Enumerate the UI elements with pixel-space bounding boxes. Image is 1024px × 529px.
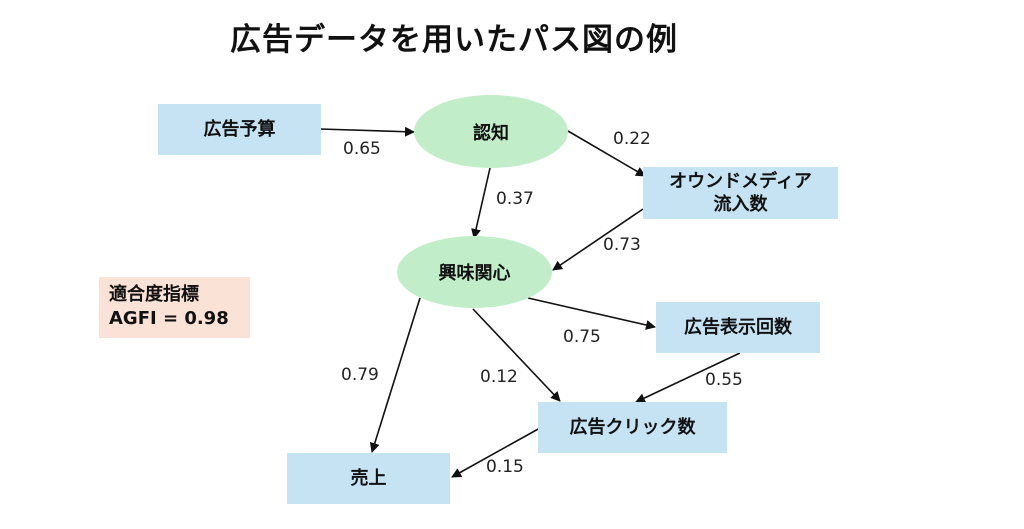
coef-interest-clicks: 0.12 — [480, 367, 518, 387]
arrow-awareness-owned — [567, 130, 646, 177]
node-ad-impressions: 広告表示回数 — [656, 302, 820, 353]
arrow-impressions-clicks — [635, 352, 741, 403]
arrow-clicks-sales — [451, 427, 541, 478]
fit-index-label: 適合度指標 — [109, 284, 199, 305]
fit-index-box: 適合度指標 AGFI = 0.98 — [99, 277, 250, 338]
coef-awareness-owned: 0.22 — [613, 129, 651, 149]
arrow-interest-impressions — [527, 297, 656, 330]
arrow-interest-clicks — [472, 308, 561, 402]
coef-budget-awareness: 0.65 — [343, 139, 381, 159]
node-sales: 売上 — [287, 453, 450, 504]
node-ad-clicks: 広告クリック数 — [538, 402, 727, 453]
coef-awareness-interest: 0.37 — [496, 189, 534, 209]
arrow-budget-awareness — [319, 126, 415, 137]
arrow-interest-sales — [369, 297, 421, 453]
diagram-title: 広告データを用いたパス図の例 — [230, 22, 678, 58]
node-interest: 興味関心 — [397, 236, 552, 308]
coef-owned-interest: 0.73 — [603, 235, 641, 255]
node-awareness: 認知 — [414, 95, 568, 168]
coef-interest-impressions: 0.75 — [563, 327, 601, 347]
arrow-awareness-interest — [471, 167, 491, 239]
arrow-owned-interest — [552, 208, 644, 271]
coef-impressions-clicks: 0.55 — [705, 370, 743, 390]
node-owned-media: オウンドメディア 流入数 — [643, 167, 838, 219]
coef-clicks-sales: 0.15 — [486, 457, 524, 477]
fit-index-value: AGFI = 0.98 — [109, 308, 229, 330]
node-owned-media-label: オウンドメディア 流入数 — [669, 170, 812, 215]
coef-interest-sales: 0.79 — [341, 365, 379, 385]
node-ad-budget: 広告予算 — [158, 104, 321, 155]
